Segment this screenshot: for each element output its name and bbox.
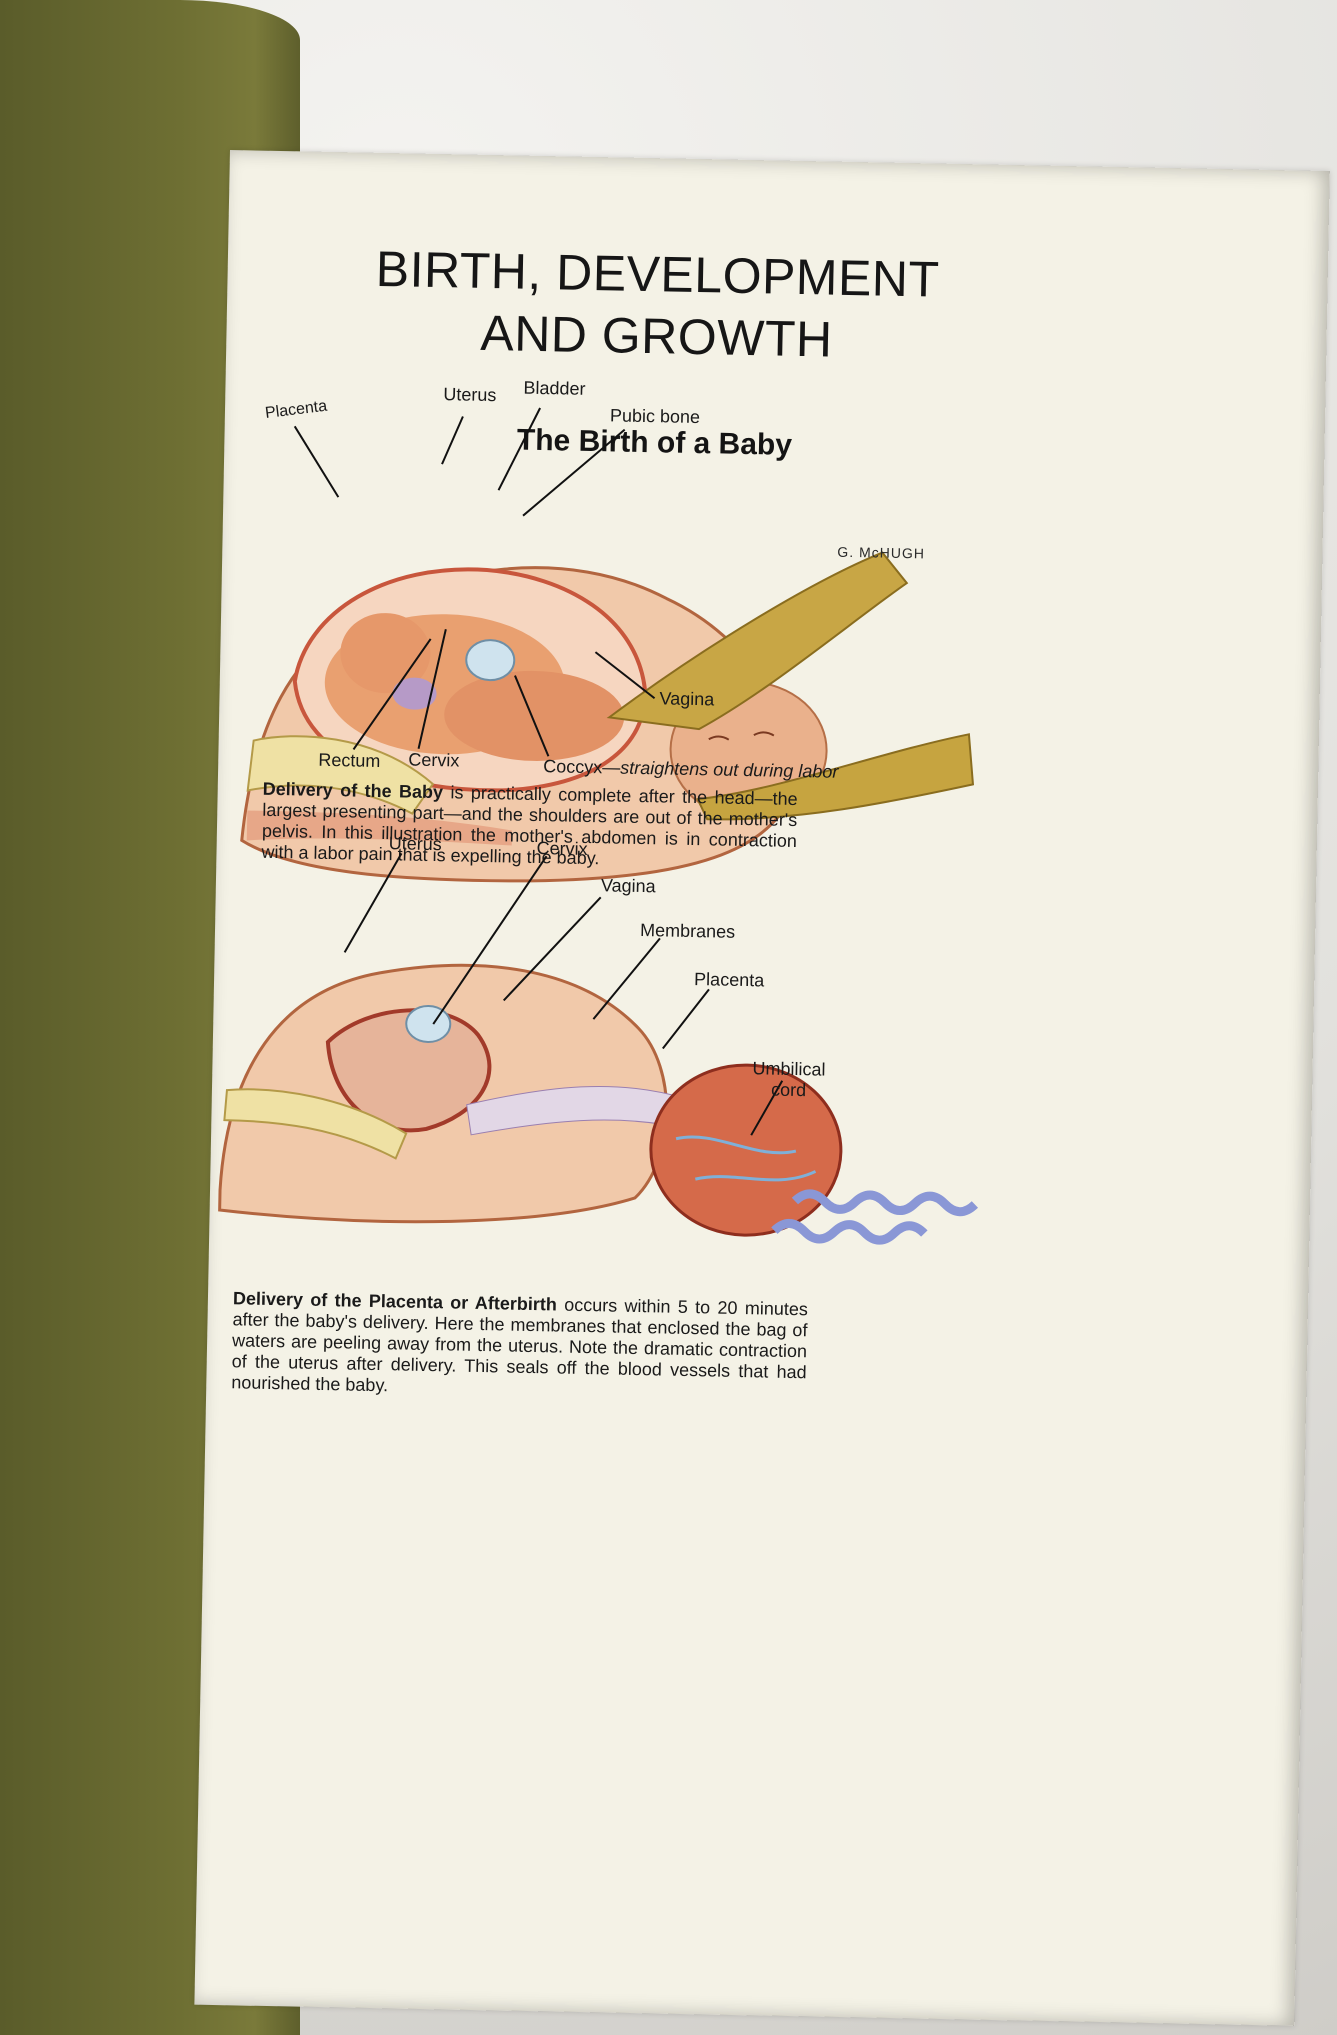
label-membranes: Membranes xyxy=(639,920,736,942)
birth-illustration xyxy=(240,566,795,883)
figure2-leader-lines xyxy=(343,852,784,1136)
figure1-leader-lines xyxy=(293,407,656,757)
figure2-caption: Delivery of the Placenta or Afterbirth o… xyxy=(231,1288,808,1404)
label-cervix-2: Cervix xyxy=(536,838,588,859)
afterbirth-illustration xyxy=(218,963,979,1245)
baby-head-and-hands xyxy=(606,551,975,821)
label-uterus-2: Uterus xyxy=(388,833,442,855)
label-umbilical-line-1: Umbilical xyxy=(752,1058,826,1080)
label-umbilical-cord: Umbilical cord xyxy=(752,1058,826,1101)
label-umbilical-line-2: cord xyxy=(770,1079,807,1101)
book-page: BIRTH, DEVELOPMENT AND GROWTH The Birth … xyxy=(194,150,1330,2026)
label-vagina-2: Vagina xyxy=(600,875,656,897)
label-placenta-2: Placenta xyxy=(693,969,765,991)
